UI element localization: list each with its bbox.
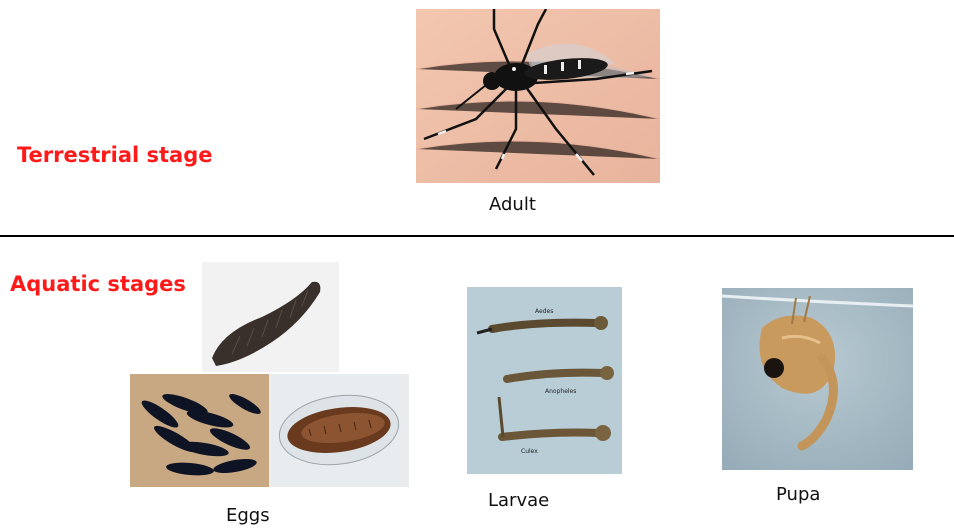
- larva-label-anopheles: Anopheles: [545, 388, 576, 395]
- egg-raft-photo: [202, 262, 339, 372]
- eggs-caption: Eggs: [226, 505, 270, 526]
- stage-divider: [0, 235, 954, 237]
- pupa-caption: Pupa: [776, 484, 820, 505]
- aquatic-stages-label: Aquatic stages: [10, 272, 186, 296]
- pupa-photo: [722, 288, 913, 470]
- eggs-cluster-photo: [130, 374, 269, 487]
- larva-label-culex: Culex: [521, 448, 538, 455]
- larva-label-aedes: Aedes: [535, 308, 553, 315]
- terrestrial-stage-label: Terrestrial stage: [17, 143, 213, 167]
- egg-closeup-photo: [269, 374, 409, 487]
- larvae-caption: Larvae: [488, 490, 549, 511]
- larvae-photo: Aedes Anopheles Culex: [467, 287, 622, 474]
- adult-caption: Adult: [489, 194, 536, 215]
- adult-mosquito-photo: [416, 9, 660, 183]
